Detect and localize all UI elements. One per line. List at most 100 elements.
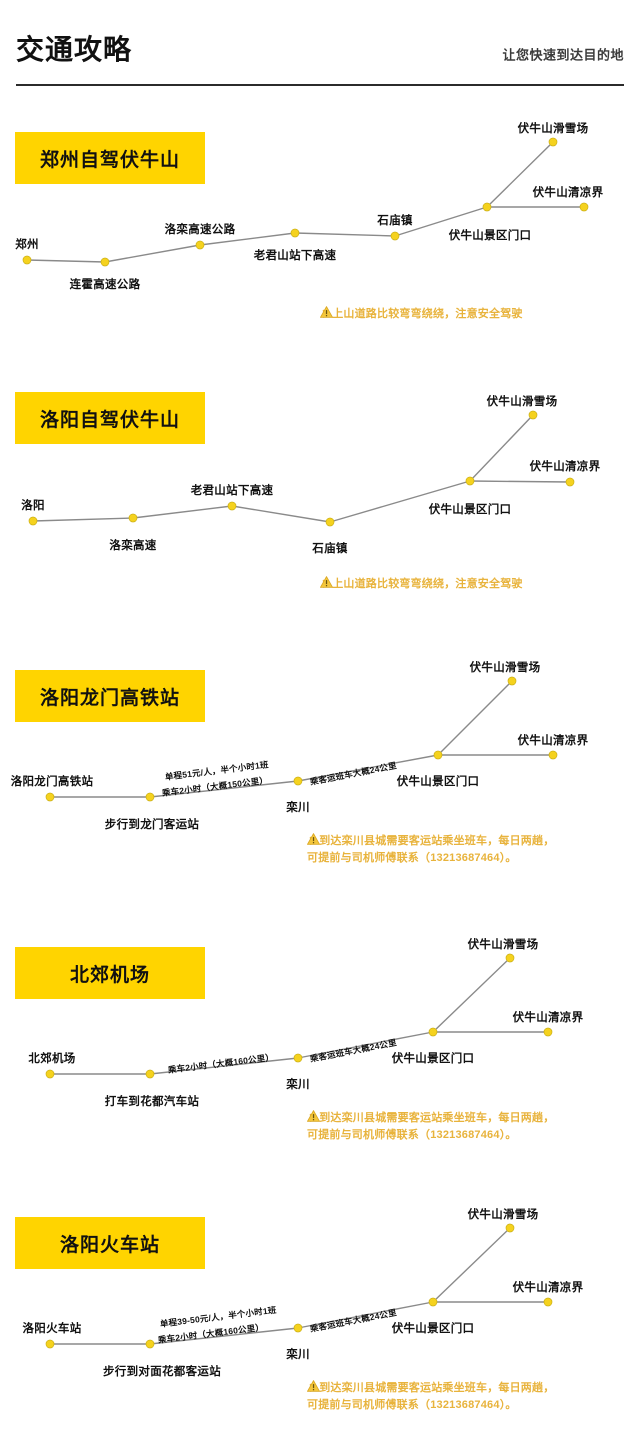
route-node-dot[interactable]: [45, 1339, 55, 1349]
route-node-label: 伏牛山景区门口: [448, 230, 532, 242]
route-node-dot[interactable]: [548, 750, 558, 760]
route-node-dot[interactable]: [145, 1339, 155, 1349]
section-title-badge-luoyang-self-drive: 洛阳自驾伏牛山: [15, 392, 205, 444]
section-title-badge-luoyang-train-station: 洛阳火车站: [15, 1217, 205, 1269]
route-path-graphic: [45, 953, 553, 1079]
page-header: 交通攻略 让您快速到达目的地: [0, 0, 640, 92]
route-node-dot[interactable]: [433, 750, 443, 760]
route-edge: [104, 244, 201, 263]
route-edge: [199, 232, 296, 246]
route-node-dot[interactable]: [100, 257, 110, 267]
warning-note-text: ：到达栾川县城需要客运站乘坐班车，每日两趟， 可提前与司机师傅联系（132136…: [307, 835, 555, 864]
route-node-dot[interactable]: [428, 1297, 438, 1307]
route-edge: [432, 957, 511, 1033]
route-node-dot[interactable]: [465, 476, 475, 486]
route-node-label: 洛阳龙门高铁站: [10, 776, 94, 788]
route-node-label: 洛栾高速公路: [164, 224, 236, 236]
route-node-label: 伏牛山滑雪场: [469, 662, 541, 674]
route-node-dot[interactable]: [325, 517, 335, 527]
route-edge: [486, 141, 554, 208]
route-path-graphic: [22, 137, 589, 267]
route-diagram-luoyang-self-drive: 洛阳洛栾高速老君山站下高速石庙镇伏牛山景区门口伏牛山滑雪场伏牛山清凉界：上山道路…: [0, 365, 640, 645]
warning-note-text: ：上山道路比较弯弯绕绕，注意安全驾驶: [321, 308, 523, 320]
route-node-dot[interactable]: [505, 953, 515, 963]
route-node-dot[interactable]: [195, 240, 205, 250]
warning-note-text: ：上山道路比较弯弯绕绕，注意安全驾驶: [321, 578, 523, 590]
route-node-label: 洛栾高速: [109, 540, 157, 552]
section-warning-note: ：上山道路比较弯弯绕绕，注意安全驾驶: [320, 576, 523, 593]
route-node-label: 伏牛山景区门口: [391, 1053, 475, 1065]
route-node-label: 步行到对面花都客运站: [103, 1366, 221, 1378]
route-node-label: 连霍高速公路: [69, 279, 141, 291]
route-edge: [469, 480, 571, 483]
route-edge: [231, 505, 331, 523]
route-node-label: 栾川: [286, 802, 310, 814]
route-edge: [469, 414, 534, 482]
warning-note-text: ：到达栾川县城需要客运站乘坐班车，每日两趟， 可提前与司机师傅联系（132136…: [307, 1112, 555, 1141]
route-edge: [329, 480, 471, 523]
route-node-label: 伏牛山滑雪场: [467, 1209, 539, 1221]
route-node-label: 栾川: [286, 1079, 310, 1091]
route-edge: [297, 1031, 434, 1059]
route-node-dot[interactable]: [128, 513, 138, 523]
route-node-dot[interactable]: [293, 776, 303, 786]
route-edge: [297, 1301, 434, 1329]
route-node-label: 老君山站下高速: [253, 250, 337, 262]
route-node-dot[interactable]: [28, 516, 38, 526]
section-title-badge-luoyang-longmen-station: 洛阳龙门高铁站: [15, 670, 205, 722]
route-node-dot[interactable]: [543, 1297, 553, 1307]
route-node-dot[interactable]: [290, 228, 300, 238]
route-node-label: 伏牛山景区门口: [391, 1323, 475, 1335]
route-node-dot[interactable]: [22, 255, 32, 265]
route-node-dot[interactable]: [145, 792, 155, 802]
route-node-dot[interactable]: [507, 676, 517, 686]
route-node-label: 伏牛山清凉界: [512, 1012, 584, 1024]
route-path-graphic: [45, 676, 558, 802]
route-node-dot[interactable]: [145, 1069, 155, 1079]
route-path-graphic: [45, 1223, 553, 1349]
route-node-label: 伏牛山景区门口: [428, 504, 512, 516]
route-node-label: 伏牛山景区门口: [396, 776, 480, 788]
route-edge: [32, 517, 134, 522]
section-warning-note: ：上山道路比较弯弯绕绕，注意安全驾驶: [320, 306, 523, 323]
route-section-zhengzhou-self-drive: 郑州自驾伏牛山郑州连霍高速公路洛栾高速公路老君山站下高速石庙镇伏牛山景区门口伏牛…: [0, 110, 640, 365]
route-edge: [297, 754, 439, 782]
route-node-label: 石庙镇: [377, 215, 413, 227]
route-diagram-luoyang-train-station: 洛阳火车站步行到对面花都客运站栾川伏牛山景区门口伏牛山滑雪场伏牛山清凉界单程39…: [0, 1195, 640, 1440]
route-node-dot[interactable]: [390, 231, 400, 241]
route-node-label: 石庙镇: [312, 543, 348, 555]
route-edge: [26, 259, 106, 263]
route-edge: [149, 780, 299, 798]
route-node-dot[interactable]: [428, 1027, 438, 1037]
route-node-dot[interactable]: [45, 1069, 55, 1079]
route-node-dot[interactable]: [482, 202, 492, 212]
route-node-dot[interactable]: [293, 1323, 303, 1333]
section-title-badge-north-suburb-airport: 北郊机场: [15, 947, 205, 999]
route-node-dot[interactable]: [565, 477, 575, 487]
section-warning-note: ：到达栾川县城需要客运站乘坐班车，每日两趟， 可提前与司机师傅联系（132136…: [307, 1380, 554, 1414]
route-diagram-zhengzhou-self-drive: 郑州连霍高速公路洛栾高速公路老君山站下高速石庙镇伏牛山景区门口伏牛山滑雪场伏牛山…: [0, 110, 640, 365]
route-node-dot[interactable]: [293, 1053, 303, 1063]
route-node-dot[interactable]: [579, 202, 589, 212]
route-node-label: 伏牛山清凉界: [529, 461, 601, 473]
route-node-dot[interactable]: [45, 792, 55, 802]
route-diagram-luoyang-longmen-station: 洛阳龙门高铁站步行到龙门客运站栾川伏牛山景区门口伏牛山滑雪场伏牛山清凉界单程51…: [0, 645, 640, 920]
route-node-dot[interactable]: [227, 501, 237, 511]
section-warning-note: ：到达栾川县城需要客运站乘坐班车，每日两趟， 可提前与司机师傅联系（132136…: [307, 833, 554, 867]
route-section-north-suburb-airport: 北郊机场北郊机场打车到花都汽车站栾川伏牛山景区门口伏牛山滑雪场伏牛山清凉界乘车2…: [0, 920, 640, 1195]
route-node-dot[interactable]: [548, 137, 558, 147]
page-subtitle: 让您快速到达目的地: [502, 47, 624, 63]
route-node-label: 伏牛山清凉界: [517, 735, 589, 747]
route-node-dot[interactable]: [543, 1027, 553, 1037]
route-node-dot[interactable]: [528, 410, 538, 420]
route-node-label: 老君山站下高速: [190, 485, 274, 497]
route-node-label: 伏牛山滑雪场: [467, 939, 539, 951]
route-edge: [394, 206, 488, 237]
warning-note-text: ：到达栾川县城需要客运站乘坐班车，每日两趟， 可提前与司机师傅联系（132136…: [307, 1382, 555, 1411]
route-node-label: 伏牛山滑雪场: [517, 123, 589, 135]
route-edge: [149, 1327, 299, 1345]
page-title: 交通攻略: [16, 34, 133, 65]
route-node-dot[interactable]: [505, 1223, 515, 1233]
route-section-luoyang-longmen-station: 洛阳龙门高铁站洛阳龙门高铁站步行到龙门客运站栾川伏牛山景区门口伏牛山滑雪场伏牛山…: [0, 645, 640, 920]
